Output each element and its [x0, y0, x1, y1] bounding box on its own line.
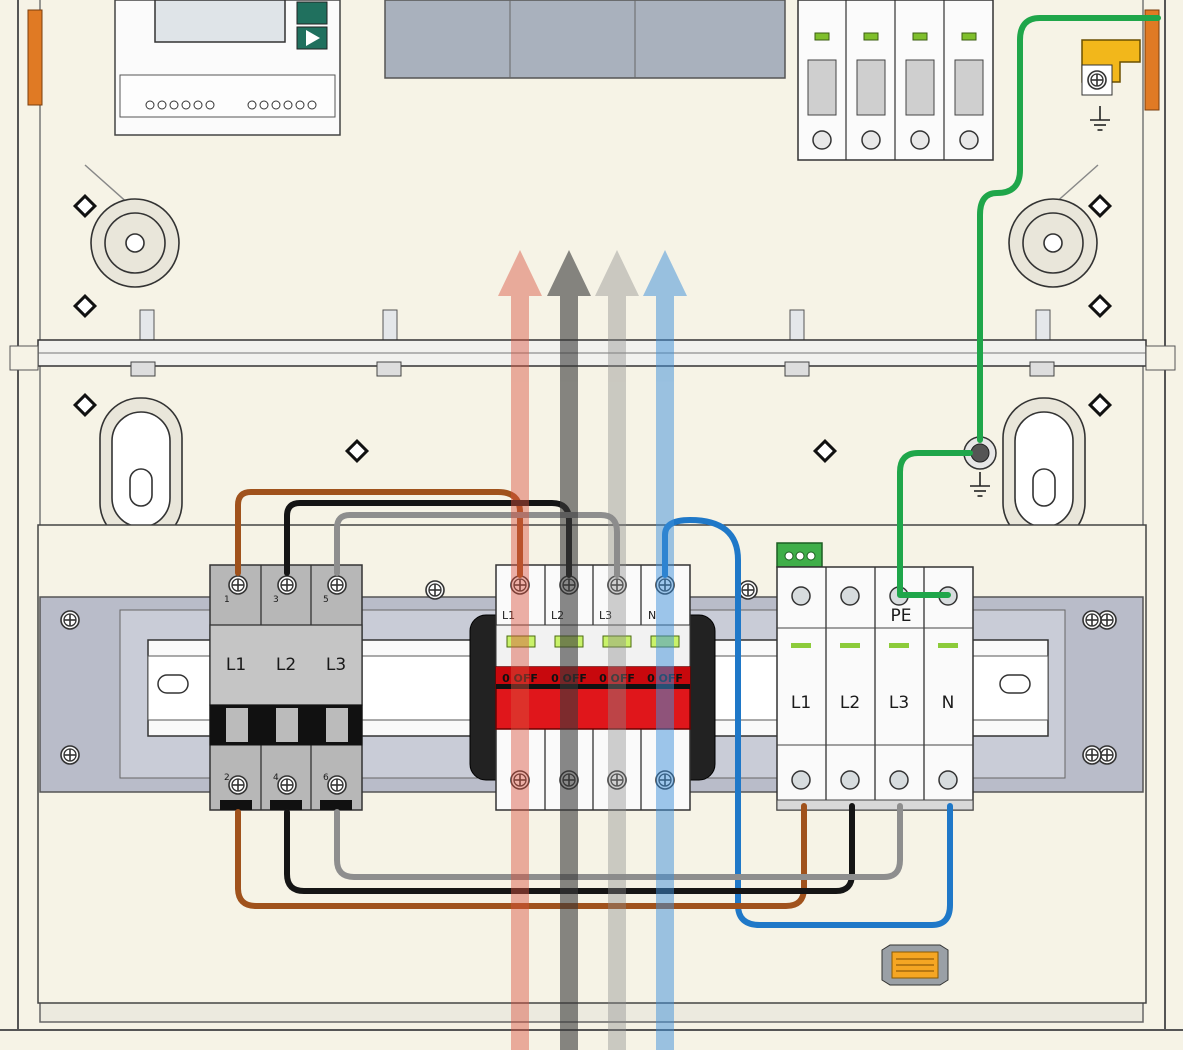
- mcb-top-terminal-5: 5: [323, 595, 329, 605]
- wire-n: [662, 517, 953, 928]
- mcb-bottom-terminal-2: 2: [224, 773, 230, 783]
- top-module-block: [384, 0, 786, 79]
- spd-pe-label: PE: [891, 606, 912, 626]
- spd-label-n: N: [942, 693, 955, 713]
- mcb-label-l3: L3: [326, 655, 346, 675]
- wire-l3-bottom: [334, 803, 903, 880]
- wire-l1-bottom: [235, 803, 807, 909]
- feed-direction-arrows: [498, 250, 687, 1050]
- spd-label-l2: L2: [840, 693, 860, 713]
- mcb-label-l1: L1: [226, 655, 246, 675]
- earth-stud: [963, 436, 997, 497]
- warning-sticker: [881, 944, 949, 986]
- switch-disconnector-4-pole: 0 OFF 0 OFF 0 OFF 0 OFF L1 L2 L3 N: [469, 564, 716, 811]
- top-breakers: [797, 0, 994, 161]
- direction-arrow-icon: [498, 250, 542, 1050]
- spd-label-l3: L3: [889, 693, 909, 713]
- mcb-top-terminal-3: 3: [273, 595, 279, 605]
- direction-arrow-icon: [595, 250, 639, 1050]
- direction-arrow-icon: [547, 250, 591, 1050]
- spd-label-l1: L1: [791, 693, 811, 713]
- pe-busbar-terminal: [1081, 39, 1141, 131]
- wire-pe-spd: [897, 450, 973, 598]
- switch-terminal-l1: L1: [502, 609, 515, 622]
- horizontal-rail: [9, 309, 1176, 377]
- switch-terminal-l3: L3: [599, 609, 612, 622]
- switch-terminal-n: N: [648, 609, 656, 622]
- energy-meter: [114, 0, 341, 136]
- surge-protection-device: PE L1 L2 L3 N: [776, 542, 974, 811]
- mcb-top-terminal-1: 1: [224, 595, 230, 605]
- switch-state-l3: 0 OFF: [599, 672, 635, 685]
- mcb-bottom-terminal-4: 4: [273, 773, 279, 783]
- mcb-3-pole: 1 3 5 2 4 6 L1 L2 L3: [209, 564, 363, 811]
- wire-l3-top: [334, 512, 620, 578]
- switch-state-l1: 0 OFF: [502, 672, 538, 685]
- wire-pe: [977, 15, 1161, 443]
- mcb-label-l2: L2: [276, 655, 296, 675]
- direction-arrow-icon: [643, 250, 687, 1050]
- mcb-bottom-terminal-6: 6: [323, 773, 329, 783]
